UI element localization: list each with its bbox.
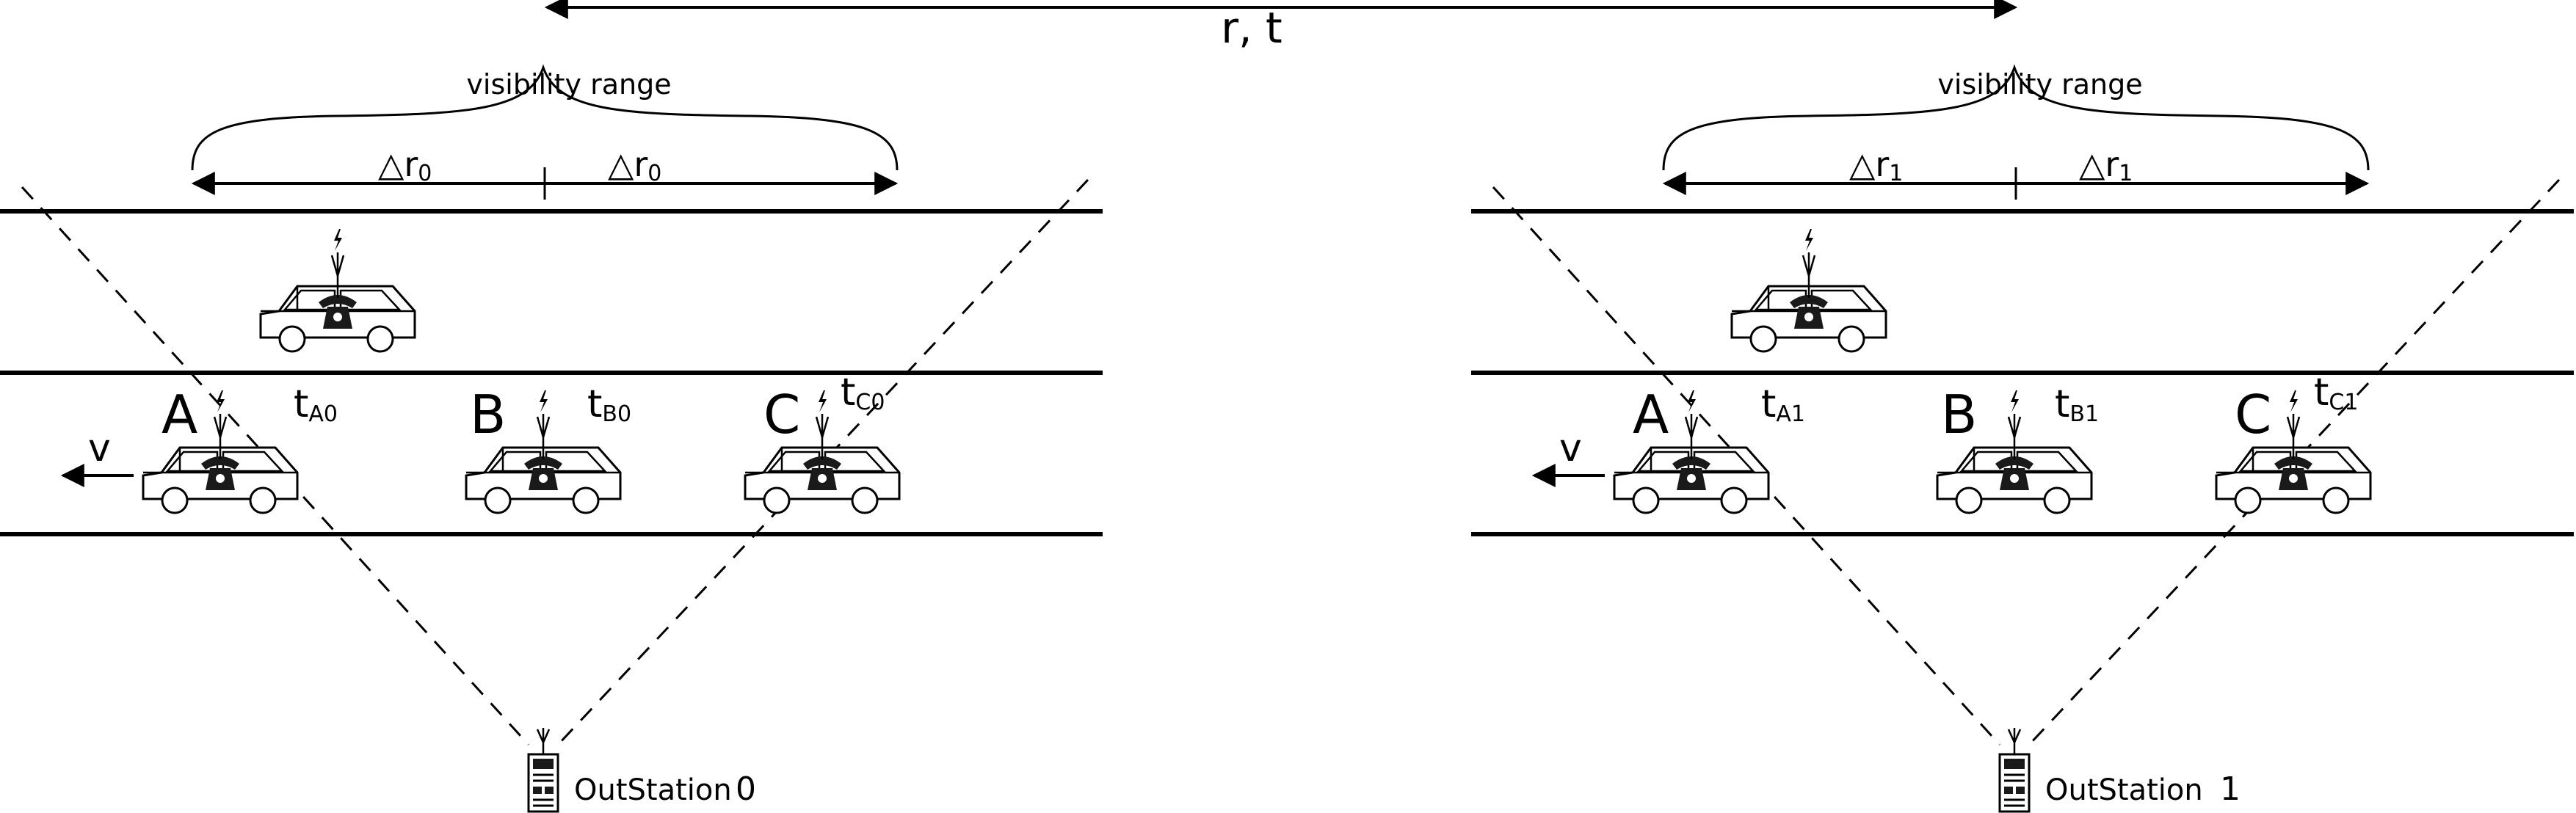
beam-right bbox=[2028, 178, 2561, 746]
car-a-label: A bbox=[1633, 384, 1669, 445]
visibility-range-label: visibility range bbox=[1937, 68, 2142, 101]
panel-outstation-0: visibility range △r0 △r0 A B C tA0 tB0 t… bbox=[0, 64, 1103, 813]
time-c-label: tC1 bbox=[2314, 371, 2358, 415]
visibility-brace bbox=[1662, 64, 2370, 171]
outstation-label: OutStation bbox=[574, 773, 732, 807]
velocity-label: v bbox=[88, 426, 111, 470]
delta-r-left-label: △r0 bbox=[378, 145, 432, 186]
outstation-tower-icon bbox=[1998, 726, 2031, 813]
car-b-label: B bbox=[470, 384, 506, 445]
car-c-label: C bbox=[2235, 384, 2271, 445]
car-a-label: A bbox=[162, 384, 197, 445]
car-top-lane bbox=[1732, 229, 1886, 351]
velocity-label: v bbox=[1559, 426, 1582, 470]
outstation-tower-icon bbox=[527, 726, 559, 813]
time-a-label: tA0 bbox=[294, 382, 338, 427]
r-t-axis-label: r, t bbox=[1221, 3, 1282, 53]
beam-right bbox=[556, 178, 1089, 746]
outstation-label: OutStation bbox=[2045, 773, 2203, 807]
visibility-brace bbox=[191, 64, 899, 171]
delta-r-left-label: △r1 bbox=[1849, 145, 1903, 186]
car-c-label: C bbox=[763, 384, 800, 445]
outstation-number: 1 bbox=[2220, 770, 2241, 808]
time-b-label: tB0 bbox=[587, 382, 631, 427]
time-b-label: tB1 bbox=[2055, 382, 2099, 427]
outstation-number: 0 bbox=[736, 770, 756, 808]
panel-outstation-1: visibility range △r1 △r1 A B C tA1 tB1 t… bbox=[1471, 64, 2574, 813]
car-top-lane bbox=[261, 229, 415, 351]
delta-r-right-label: △r0 bbox=[608, 145, 661, 186]
visibility-range-label: visibility range bbox=[466, 68, 671, 101]
r-t-axis: r, t bbox=[544, 0, 2018, 53]
time-a-label: tA1 bbox=[1761, 382, 1805, 427]
delta-r-right-label: △r1 bbox=[2079, 145, 2133, 186]
time-c-label: tC0 bbox=[841, 371, 885, 415]
car-b-label: B bbox=[1941, 384, 1977, 445]
